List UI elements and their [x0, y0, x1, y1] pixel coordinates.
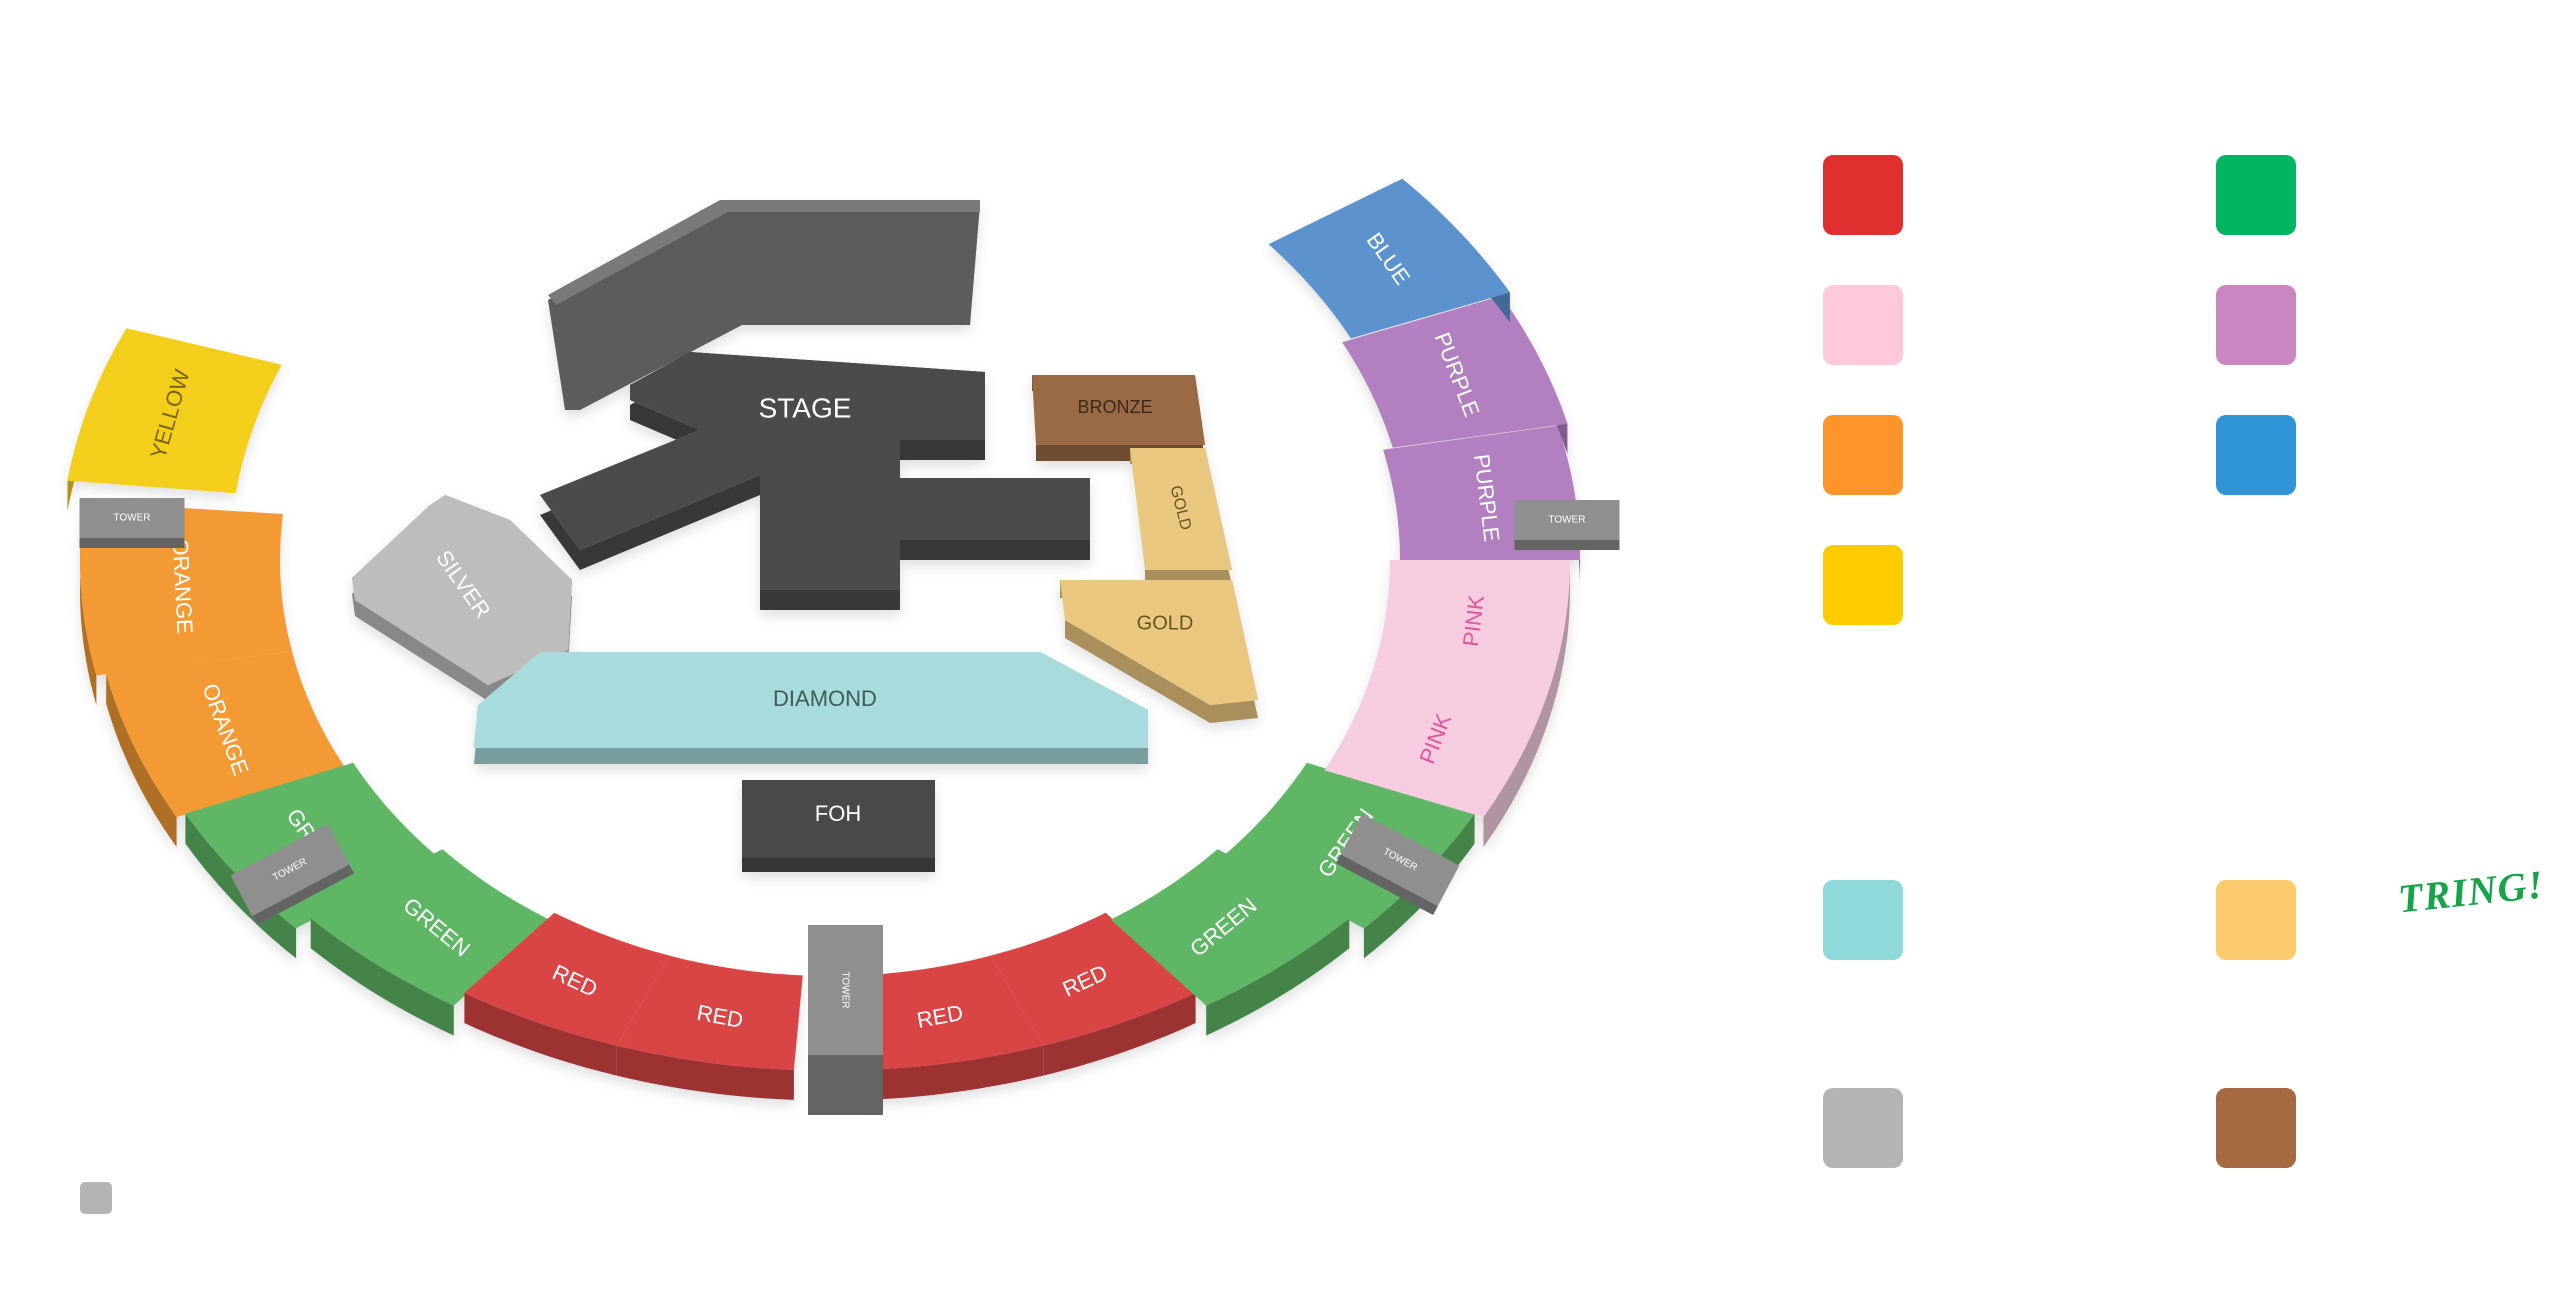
section-top — [1373, 560, 1570, 693]
section-top — [1342, 296, 1568, 448]
tower-top — [230, 823, 350, 917]
tower-tower-center: TOWER — [808, 925, 883, 1115]
section-side — [1043, 993, 1196, 1076]
legend-swatch-gold[interactable] — [2216, 880, 2296, 960]
section-top — [857, 955, 1044, 1070]
section-side — [310, 918, 454, 1036]
section-side — [1548, 560, 1570, 723]
section-side — [616, 1045, 794, 1100]
section-red-4[interactable]: RED — [990, 912, 1196, 1076]
section-gold-lower[interactable]: GOLD — [1060, 580, 1258, 723]
section-top — [106, 651, 345, 818]
section-side — [106, 673, 177, 848]
section-top — [67, 328, 282, 494]
tower-label: TOWER — [839, 971, 850, 1008]
section-side — [1483, 692, 1548, 848]
section-label: DIAMOND — [773, 686, 877, 711]
legend-swatch-pink[interactable] — [1823, 285, 1903, 365]
section-purple-2[interactable]: PURPLE — [1342, 296, 1568, 454]
tower-tower-yellow: TOWER — [79, 498, 185, 548]
legend-swatch-orange[interactable] — [1823, 415, 1903, 495]
section-label: FOH — [815, 801, 861, 826]
section-top — [990, 912, 1196, 1046]
section-blue[interactable]: BLUE — [1268, 178, 1510, 339]
tower-top — [1514, 500, 1620, 540]
section-side — [866, 1045, 1044, 1100]
section-label: PINK — [1458, 593, 1489, 647]
tower-tower-green-left: TOWER — [230, 823, 355, 925]
tower-top — [1340, 813, 1460, 907]
section-label: STAGE — [759, 392, 852, 423]
section-top — [1324, 668, 1548, 818]
legend-swatch-bronze[interactable] — [2216, 1088, 2296, 1168]
section-pink-2[interactable]: PINK — [1373, 560, 1570, 723]
section-gold-upper[interactable]: GOLD — [1130, 448, 1232, 586]
tring-logo: TRING! — [2396, 861, 2546, 922]
section-foh[interactable]: FOH — [742, 780, 935, 872]
section-silver[interactable]: SILVER — [352, 495, 572, 701]
section-diamond[interactable]: DIAMOND — [474, 652, 1148, 764]
section-red-3[interactable]: RED — [857, 955, 1044, 1100]
tower-tower-purple: TOWER — [1514, 500, 1620, 550]
tower-top — [808, 925, 883, 1055]
section-pink-1[interactable]: PINK — [1324, 668, 1549, 848]
section-top — [1032, 375, 1205, 445]
section-top — [1268, 178, 1510, 339]
legend-swatch-blue[interactable] — [2216, 415, 2296, 495]
section-red-2[interactable]: RED — [616, 955, 803, 1100]
section-green-2[interactable]: GREEN — [310, 849, 550, 1036]
section-top — [310, 849, 550, 1006]
tower-tower-green-right: TOWER — [1335, 813, 1460, 915]
tower-label: TOWER — [1548, 515, 1585, 526]
section-red-1[interactable]: RED — [464, 912, 670, 1076]
section-side — [540, 352, 1090, 610]
tower-side — [808, 1055, 883, 1115]
section-top — [742, 780, 935, 858]
tower-top — [79, 498, 185, 538]
section-top — [464, 912, 670, 1046]
section-side — [1206, 918, 1350, 1036]
section-side — [464, 993, 617, 1076]
legend-swatch-purple[interactable] — [2216, 285, 2296, 365]
legend-swatch-diamond[interactable] — [1823, 880, 1903, 960]
section-top — [1060, 580, 1258, 705]
section-top — [1130, 448, 1232, 570]
venue-seat-map: STAGE BRONZE GOLD GOLD SILVER DIAMOND FOH YELLO… — [67, 178, 1620, 1115]
small-legend-swatch — [80, 1182, 112, 1214]
tower-label: TOWER — [113, 513, 150, 524]
section-top — [352, 495, 572, 685]
section-top — [474, 652, 1148, 748]
section-stage[interactable]: STAGE — [540, 352, 1090, 610]
section-label: ORANGE — [168, 538, 198, 635]
legend-swatch-green[interactable] — [2216, 155, 2296, 235]
section-orange-2[interactable]: ORANGE — [106, 651, 345, 848]
section-side — [80, 502, 97, 706]
legend-swatch-silver[interactable] — [1823, 1088, 1903, 1168]
legend-swatch-yellow[interactable] — [1823, 545, 1903, 625]
legend-swatch-red[interactable] — [1823, 155, 1903, 235]
section-top — [616, 955, 803, 1070]
stage-backdrop — [548, 200, 980, 410]
section-top — [540, 352, 1090, 590]
section-yellow[interactable]: YELLOW — [67, 328, 282, 511]
section-label: BRONZE — [1077, 397, 1152, 417]
section-label: GOLD — [1137, 612, 1194, 634]
